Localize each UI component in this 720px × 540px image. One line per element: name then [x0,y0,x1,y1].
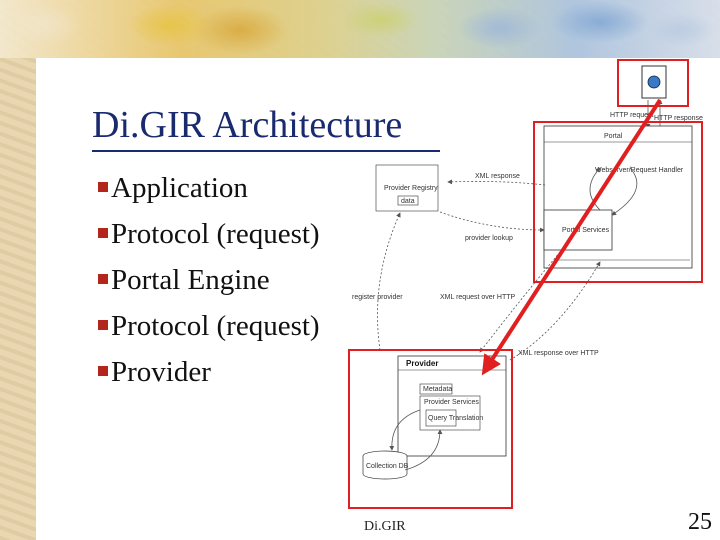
web-server-label: Webserver/Request Handler [595,167,684,174]
leaf-banner [0,0,720,58]
bullet-marker-icon [98,320,108,331]
bullet-item: Provider [98,352,320,398]
xml-response-label: XML response [475,173,520,180]
globe-icon [647,75,661,89]
red-flow-arrow [481,98,662,376]
metadata-label: Metadata [423,386,452,393]
provider-highlight-box [348,349,513,509]
footer-text: Di.GIR [364,519,406,534]
application-highlight-box [617,59,689,107]
xml-request-label: XML request over HTTP [440,294,516,301]
collection-db-label: Collection DB [366,463,409,470]
xml-response-over-label: XML response over HTTP [518,350,599,357]
http-response-label: HTTP response [654,115,703,122]
provider-services-label: Provider Services [424,399,479,406]
page-number: 25 [688,509,712,535]
bullet-item: Protocol (request) [98,214,320,260]
provider-label: Provider [406,359,438,368]
bullet-item: Portal Engine [98,260,320,306]
bullet-list: Application Protocol (request) Portal En… [98,168,320,398]
bullet-marker-icon [98,182,108,193]
bullet-item: Application [98,168,320,214]
bullet-marker-icon [98,366,108,377]
title-underline [92,150,440,152]
portal-services-label: Portal Services [562,227,610,234]
register-provider-label: register provider [352,294,403,301]
bullet-marker-icon [98,228,108,239]
query-translation-label: Query Translation [428,415,483,422]
bullet-item: Protocol (request) [98,306,320,352]
data-label: data [401,198,415,205]
bullet-marker-icon [98,274,108,285]
database-icon [362,456,408,480]
portal-label: Portal [604,133,623,140]
provider-lookup-label: provider lookup [465,235,513,242]
slide-title: Di.GIR Architecture [92,104,403,146]
provider-registry-label: Provider Registry [384,185,438,192]
left-decorative-strip [0,58,36,540]
portal-highlight-box [533,121,703,283]
http-request-label: HTTP request [610,112,653,119]
